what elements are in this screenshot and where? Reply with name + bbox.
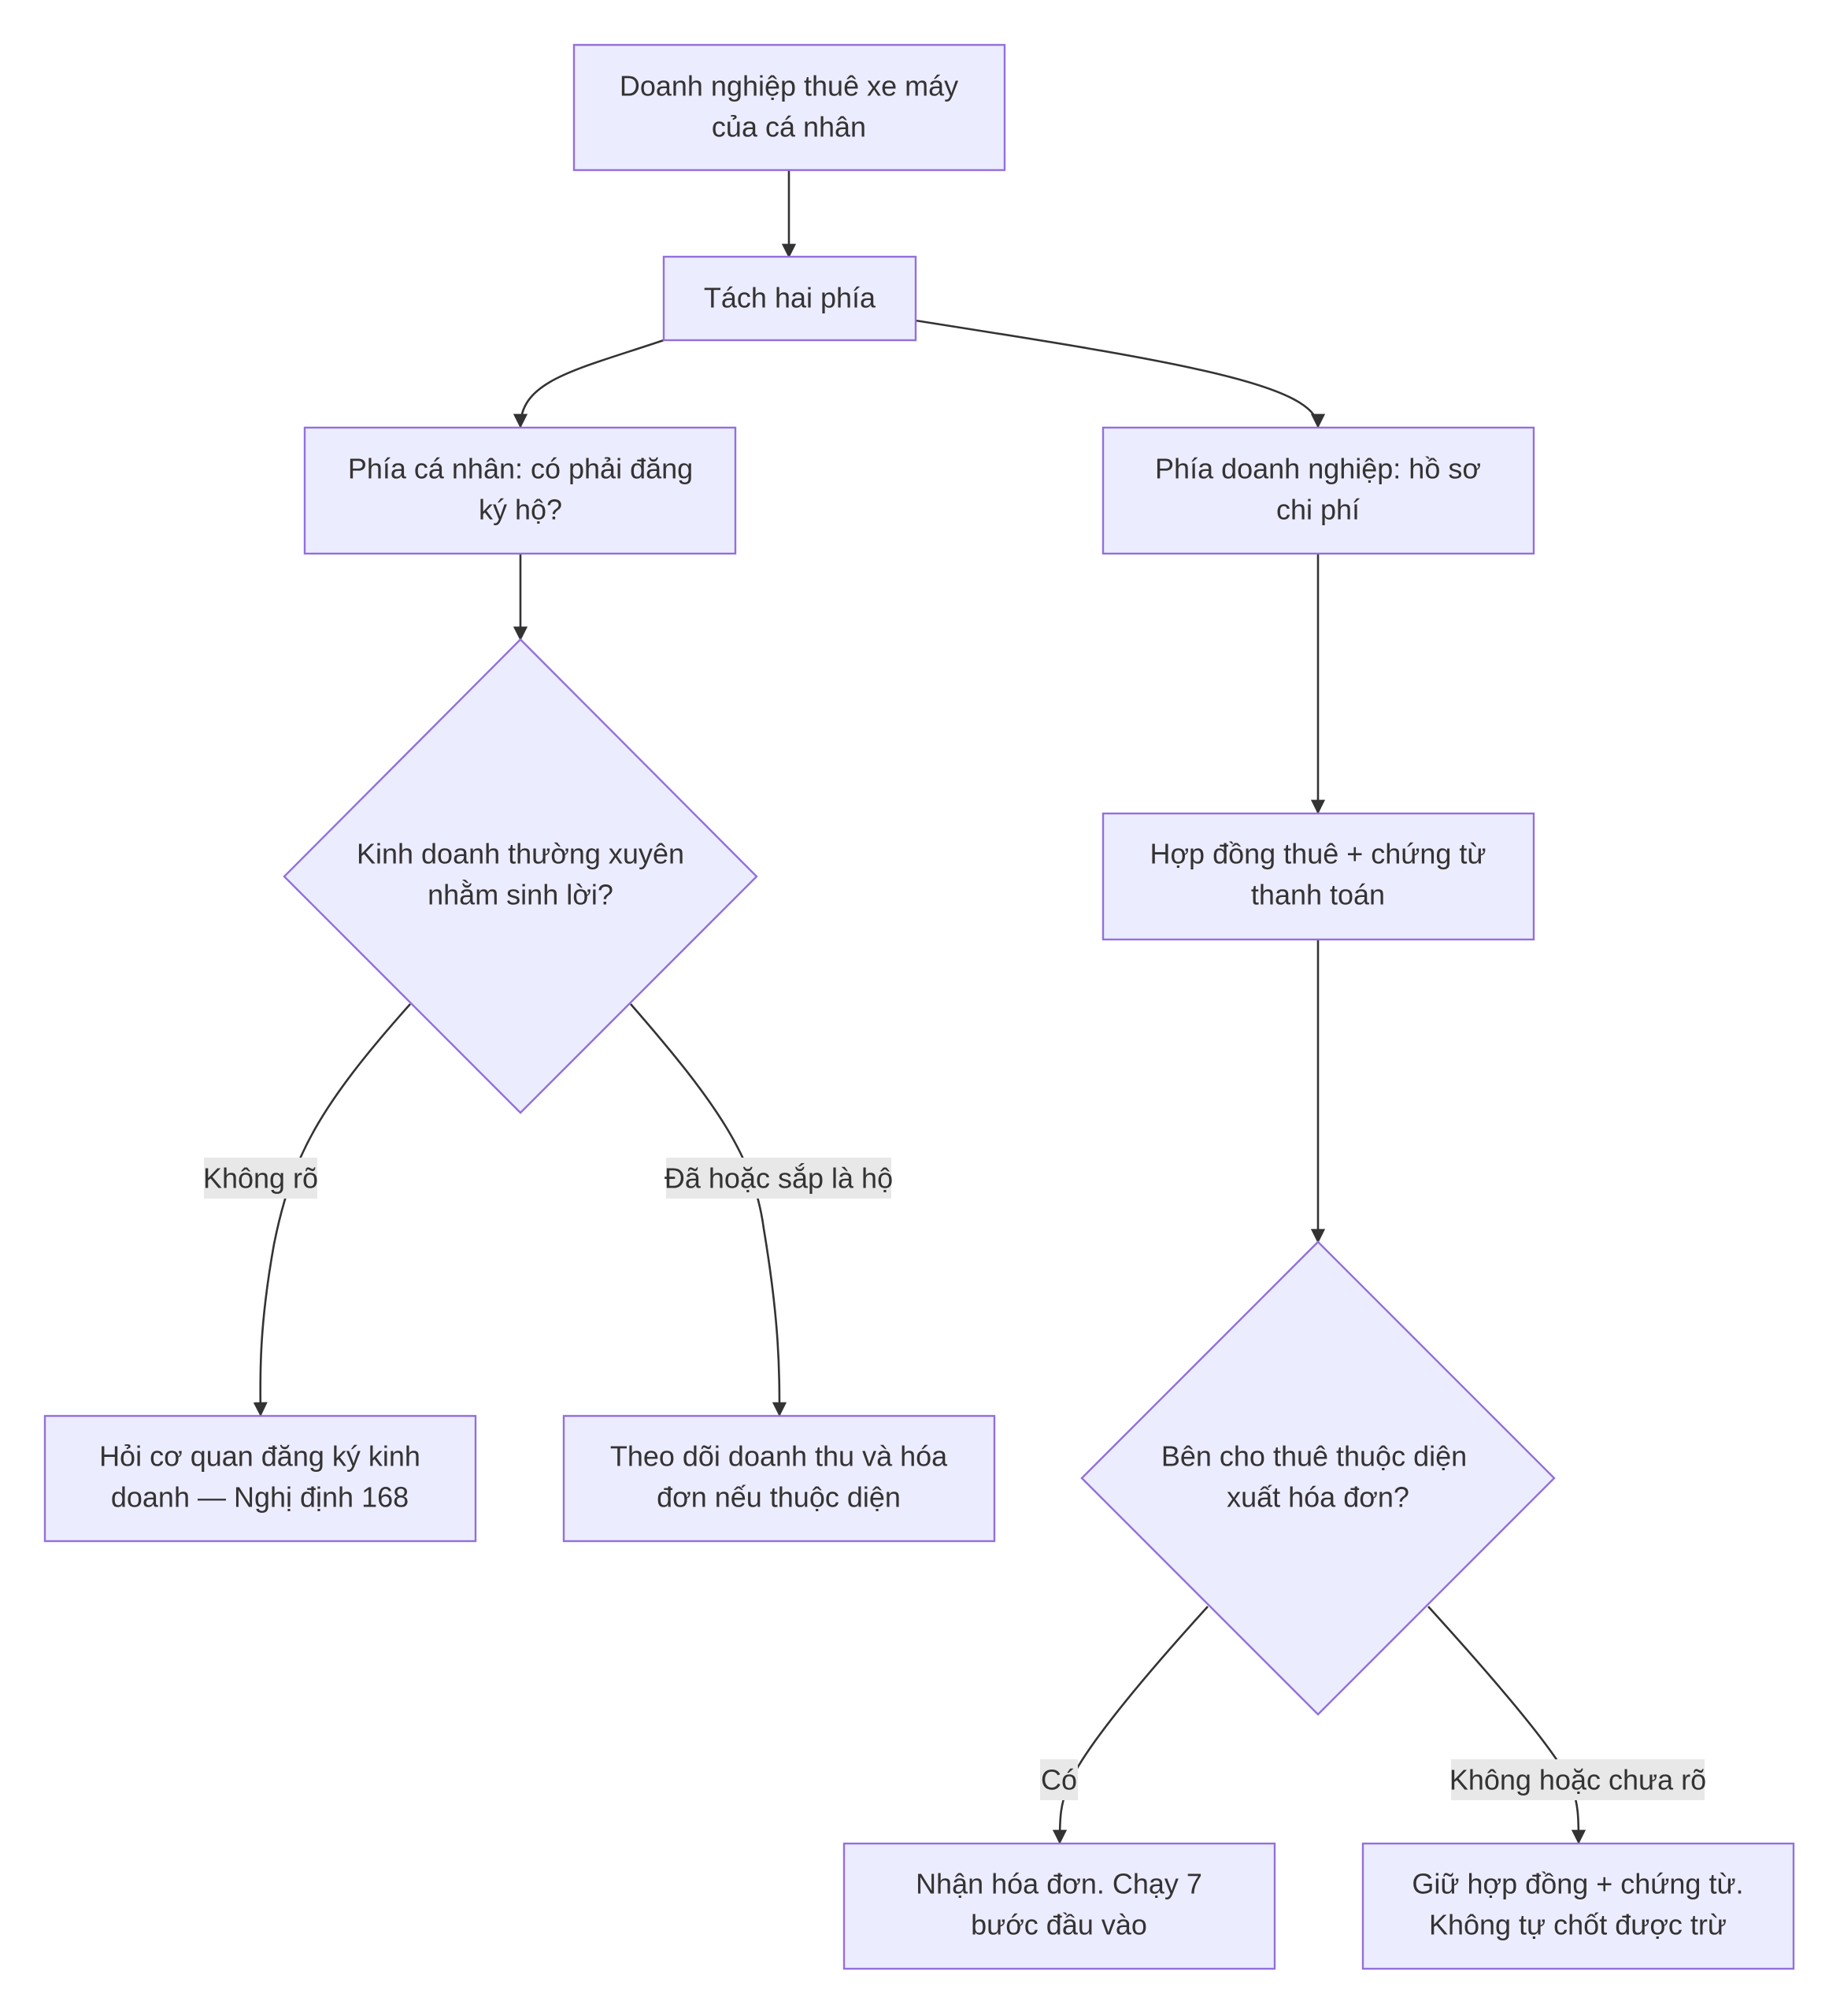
node-track-revenue: Theo dõi doanh thu và hóa đơn nếu thuộc … [562, 1414, 996, 1543]
edge-labels: Không rõ Đã hoặc sắp là hộ Có Không hoặc… [203, 1158, 1706, 1800]
node-invoice-decision: Bên cho thuê thuộc diện xuất hóa đơn? [1080, 1240, 1556, 1716]
node-contract: Hợp đồng thuê + chứng từ thanh toán [1101, 812, 1535, 941]
node-keep-contract-line-1: Giữ hợp đồng + chứng từ. [1412, 1868, 1743, 1900]
node-start-line-1: Doanh nghiệp thuê xe máy [620, 70, 958, 102]
node-business-line-2: chi phí [1276, 494, 1360, 526]
edge-label-no-or-unclear: Không hoặc chưa rõ [1449, 1759, 1706, 1800]
edge-split-to-individual [513, 339, 665, 428]
node-contract-line-1: Hợp đồng thuê + chứng từ [1150, 838, 1486, 870]
edge-label-unclear: Không rõ [203, 1158, 318, 1199]
edge-profit-decision-to-track-revenue [630, 1003, 787, 1417]
nodes: Doanh nghiệp thuê xe máy của cá nhân Tác… [43, 43, 1795, 1970]
node-individual-line-2: ký hộ? [479, 494, 562, 526]
node-profit-decision-line-2: nhằm sinh lời? [428, 879, 613, 911]
node-contract-line-2: thanh toán [1251, 879, 1385, 911]
edge-label-is-household: Đã hoặc sắp là hộ [665, 1158, 893, 1199]
node-start-line-2: của cá nhân [712, 111, 866, 143]
edge-profit-decision-to-ask-agency [253, 1003, 411, 1417]
node-receive-invoice-line-2: bước đầu vào [971, 1909, 1147, 1941]
node-keep-contract: Giữ hợp đồng + chứng từ. Không tự chốt đ… [1361, 1842, 1795, 1970]
edge-label-unclear-text: Không rõ [203, 1162, 318, 1195]
node-track-revenue-line-1: Theo dõi doanh thu và hóa [610, 1440, 948, 1473]
node-profit-decision: Kinh doanh thường xuyên nhằm sinh lời? [283, 638, 758, 1114]
node-profit-decision-line-1: Kinh doanh thường xuyên [357, 838, 684, 870]
edge-label-no-or-unclear-text: Không hoặc chưa rõ [1449, 1764, 1706, 1796]
edge-split-to-business [915, 319, 1326, 428]
node-business: Phía doanh nghiệp: hồ sơ chi phí [1101, 426, 1535, 555]
edge-invoice-decision-to-keep-contract [1427, 1606, 1586, 1844]
node-invoice-decision-line-2: xuất hóa đơn? [1227, 1481, 1409, 1514]
edges [253, 170, 1586, 1844]
node-keep-contract-line-2: Không tự chốt được trừ [1429, 1909, 1727, 1941]
node-business-line-1: Phía doanh nghiệp: hồ sơ [1155, 453, 1481, 485]
node-ask-agency-line-1: Hỏi cơ quan đăng ký kinh [99, 1440, 420, 1473]
node-individual-line-1: Phía cá nhân: có phải đăng [348, 453, 693, 485]
node-split-line-1: Tách hai phía [704, 282, 876, 314]
node-receive-invoice: Nhận hóa đơn. Chạy 7 bước đầu vào [842, 1842, 1276, 1970]
node-split: Tách hai phía [662, 255, 917, 342]
node-ask-agency: Hỏi cơ quan đăng ký kinh doanh — Nghị đị… [43, 1414, 477, 1543]
edge-invoice-decision-to-receive-invoice [1052, 1606, 1209, 1844]
node-start: Doanh nghiệp thuê xe máy của cá nhân [572, 43, 1006, 172]
edge-label-yes: Có [1040, 1759, 1078, 1800]
node-individual: Phía cá nhân: có phải đăng ký hộ? [303, 426, 737, 555]
edge-label-is-household-text: Đã hoặc sắp là hộ [665, 1162, 893, 1195]
node-track-revenue-line-2: đơn nếu thuộc diện [657, 1481, 901, 1514]
edge-label-yes-text: Có [1041, 1764, 1077, 1796]
node-receive-invoice-line-1: Nhận hóa đơn. Chạy 7 [916, 1868, 1202, 1900]
node-invoice-decision-line-1: Bên cho thuê thuộc diện [1161, 1440, 1467, 1473]
node-ask-agency-line-2: doanh — Nghị định 168 [111, 1481, 409, 1514]
